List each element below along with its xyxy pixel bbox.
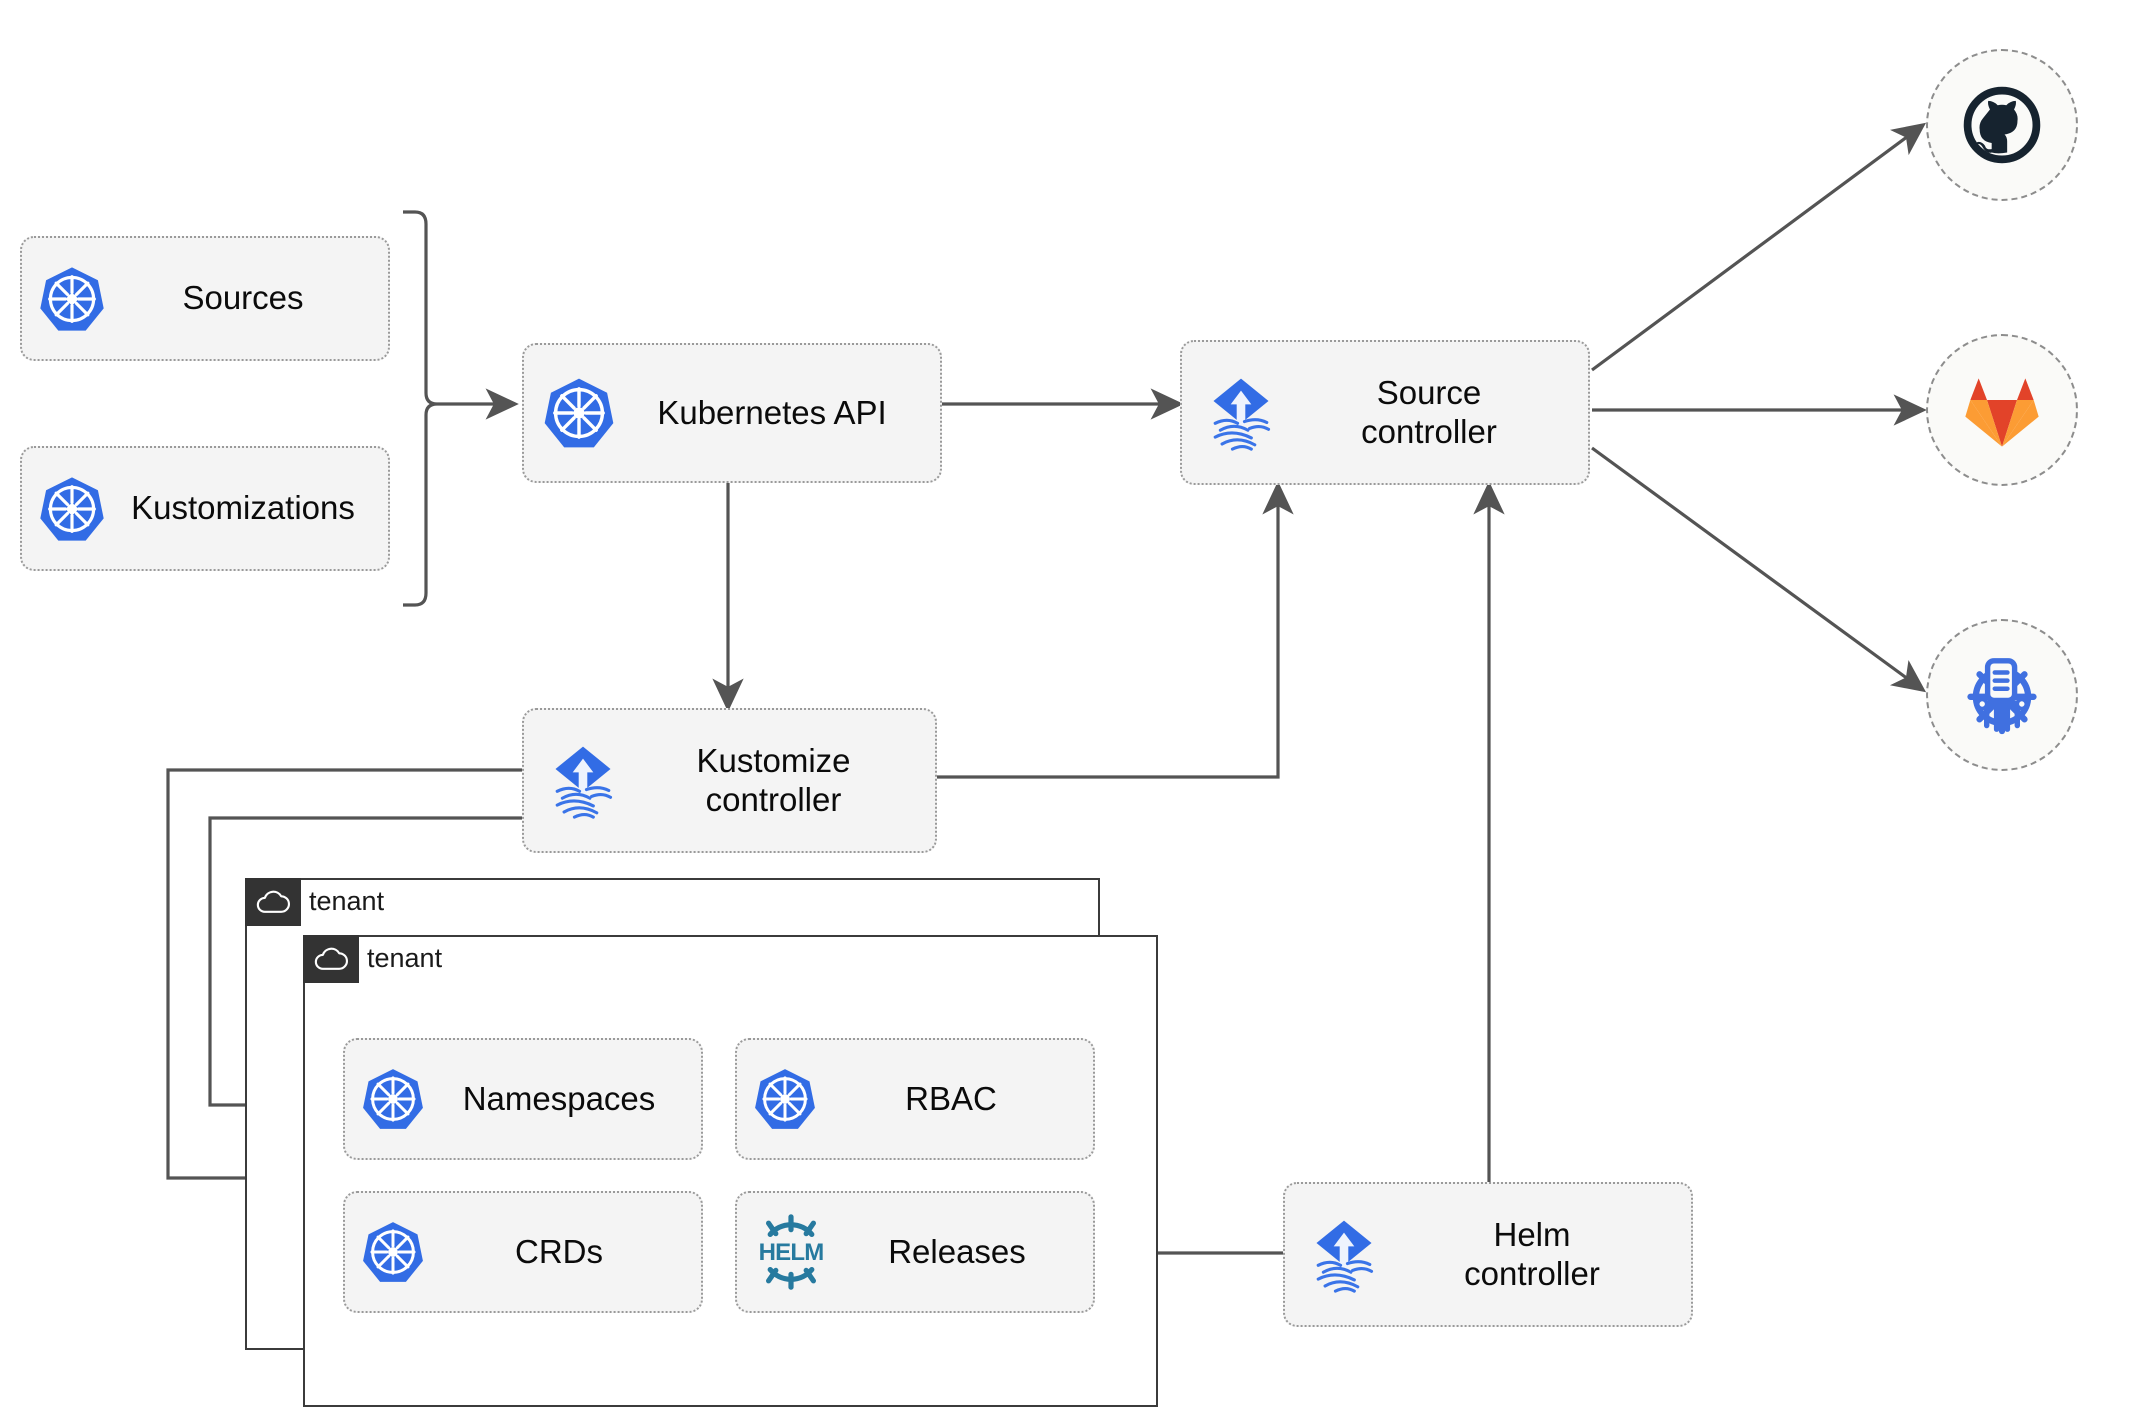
node-rbac[interactable]: RBAC (735, 1038, 1095, 1160)
external-source-github[interactable] (1926, 49, 2078, 201)
flux-icon (540, 738, 626, 824)
tenant-tab-front (302, 934, 359, 983)
node-helm-controller-label: Helm controller (1464, 1215, 1600, 1292)
tenant-label-front: tenant (367, 943, 443, 973)
node-sources[interactable]: Sources (20, 236, 390, 361)
kubernetes-icon (36, 263, 108, 335)
wire-source-controller-to-github (1591, 122, 1927, 372)
node-kustomize-controller[interactable]: Kustomize controller (522, 708, 937, 853)
kubernetes-icon (36, 473, 108, 545)
cloud-icon (313, 946, 349, 972)
node-sources-label: Sources (182, 279, 304, 317)
wire-kustomize-controller-to-tenant-back (166, 768, 523, 1178)
tenant-tab-back (244, 877, 301, 926)
kubernetes-icon (540, 374, 618, 452)
node-kubernetes-api-label: Kubernetes API (657, 393, 887, 431)
node-source-controller-label: Source controller (1361, 373, 1497, 450)
wire-source-controller-to-helm-repo (1591, 446, 1927, 693)
node-releases-label: Releases (888, 1232, 1026, 1270)
external-source-helm-repo[interactable] (1926, 619, 2078, 771)
helm-chart-repository-icon (1957, 650, 2047, 740)
wire-kustomize-controller-to-source-controller (935, 481, 1294, 779)
node-namespaces-label: Namespaces (462, 1079, 656, 1117)
node-namespaces[interactable]: Namespaces (343, 1038, 703, 1160)
gitlab-icon (1960, 370, 2044, 450)
kubernetes-icon (751, 1065, 819, 1133)
external-source-gitlab[interactable] (1926, 334, 2078, 486)
group-brace (403, 210, 438, 607)
cloud-icon (255, 889, 291, 915)
github-icon (1959, 82, 2045, 168)
node-kustomizations-label: Kustomizations (131, 489, 355, 527)
node-rbac-label: RBAC (905, 1079, 997, 1117)
node-source-controller[interactable]: Source controller (1180, 340, 1590, 485)
node-kustomize-controller-label: Kustomize controller (696, 741, 851, 818)
kubernetes-icon (359, 1218, 427, 1286)
node-crds[interactable]: CRDs (343, 1191, 703, 1313)
helm-icon: HELM (751, 1212, 831, 1292)
node-releases[interactable]: HELM Releases (735, 1191, 1095, 1313)
node-kubernetes-api[interactable]: Kubernetes API (522, 343, 942, 483)
flux-icon (1301, 1212, 1387, 1298)
node-kustomizations[interactable]: Kustomizations (20, 446, 390, 571)
tenant-container-front[interactable]: tenant (302, 934, 1158, 1407)
svg-text:HELM: HELM (759, 1239, 824, 1266)
kubernetes-icon (359, 1065, 427, 1133)
node-crds-label: CRDs (515, 1232, 603, 1270)
flux-icon (1198, 370, 1284, 456)
node-helm-controller[interactable]: Helm controller (1283, 1182, 1693, 1327)
tenant-label-back: tenant (309, 886, 385, 916)
